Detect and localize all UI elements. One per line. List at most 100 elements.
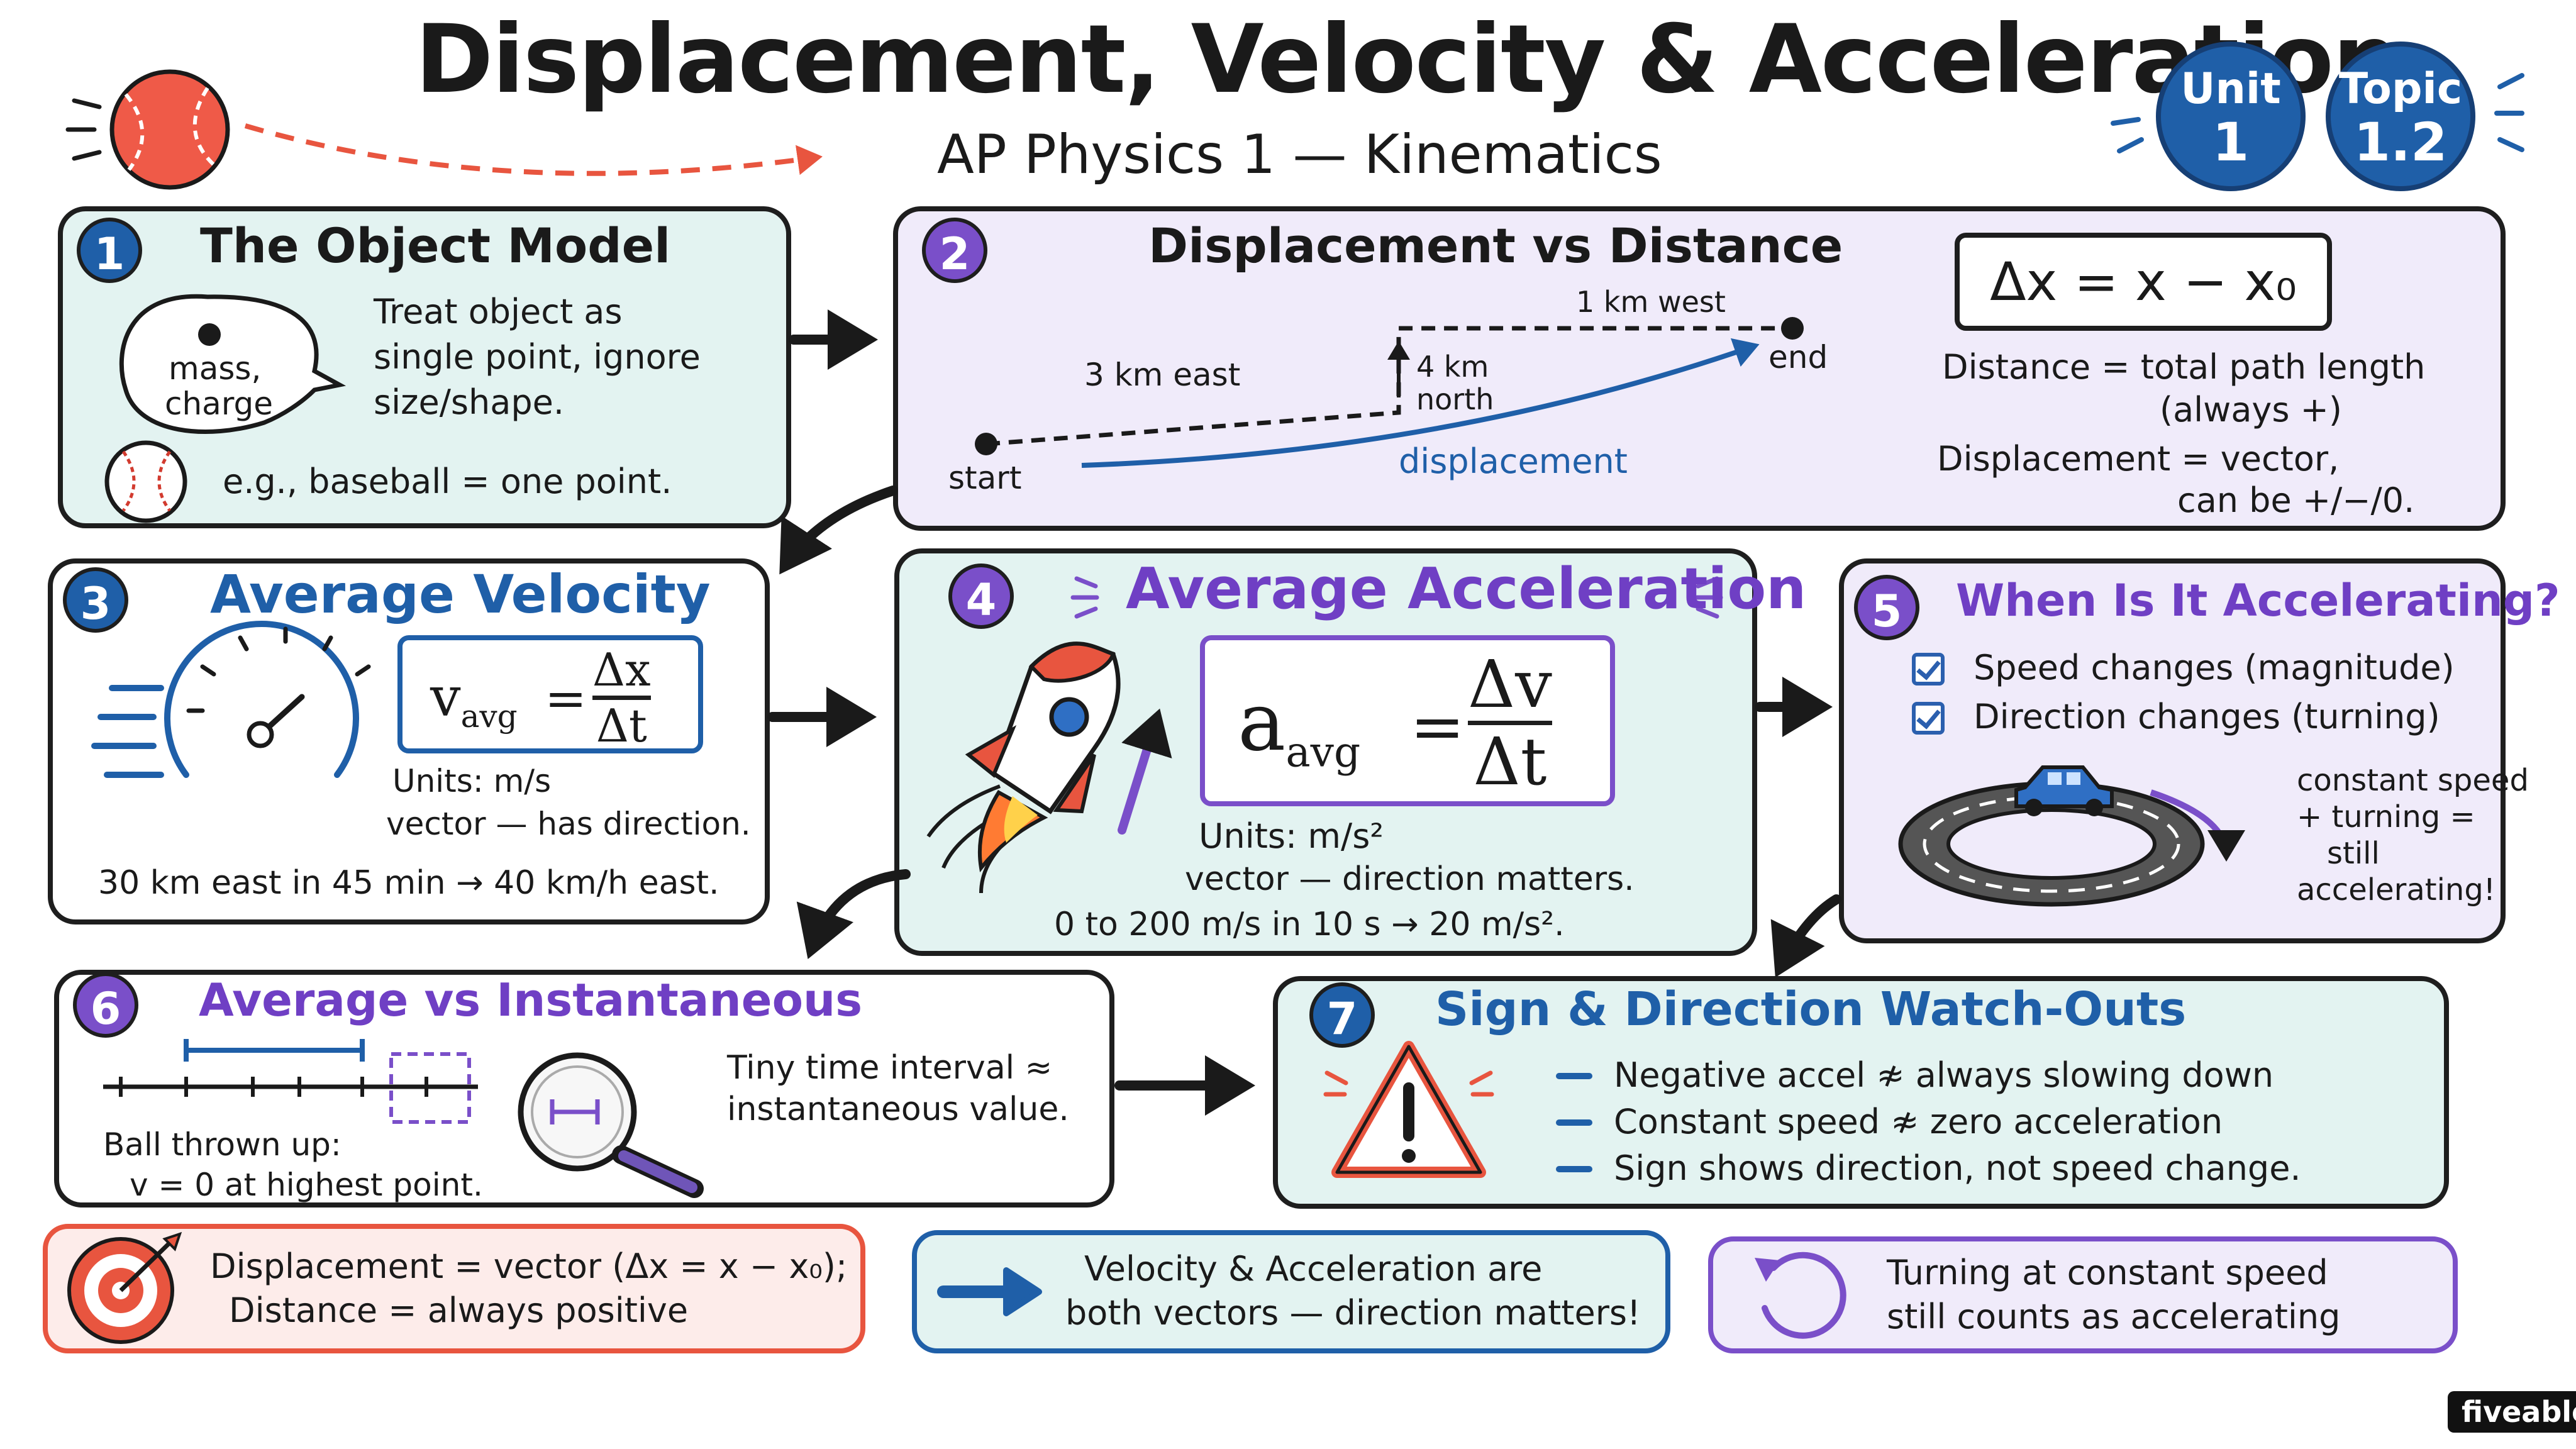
label-4km: 4 km (1416, 350, 1489, 384)
end-point (1781, 317, 1804, 340)
acceleration-formula: aavg = Δv Δt (1200, 635, 1615, 806)
acceleration-formula-subscript: avg (1285, 728, 1361, 777)
watchout-constant-speed: Constant speed ≉ zero acceleration (1614, 1102, 2223, 1141)
watchout-sign-direction: Sign shows direction, not speed change. (1614, 1148, 2301, 1188)
section-number-7: 7 (1309, 982, 1375, 1048)
bubble-text-charge: charge (165, 386, 273, 422)
acceleration-example: 0 to 200 m/s in 10 s → 20 m/s². (1054, 906, 1565, 943)
topic-badge-value: 1.2 (2353, 111, 2448, 173)
velocity-vector-note: vector — has direction. (386, 806, 751, 842)
page-title: Displacement, Velocity & Acceleration (415, 5, 2400, 114)
displacement-definition: Displacement = vector, (1937, 439, 2340, 479)
displacement-formula: Δx = x − x₀ (1955, 233, 2332, 331)
velocity-units: Units: m/s (392, 763, 552, 799)
label-displacement: displacement (1399, 441, 1628, 481)
target-icon (67, 1231, 182, 1344)
turning-note-line-1: constant speed (2297, 763, 2529, 798)
car-icon (2014, 765, 2114, 816)
tiny-interval-line-2: instantaneous value. (727, 1091, 1069, 1128)
section-number-6: 6 (73, 972, 138, 1038)
section-number-1: 1 (77, 218, 142, 283)
velocity-formula-equals: = (545, 669, 587, 728)
footer-box-displacement (43, 1224, 865, 1353)
velocity-formula-symbol: v (430, 666, 461, 729)
bullet-dash-3 (1556, 1166, 1592, 1172)
watchout-negative-accel: Negative accel ≉ always slowing down (1614, 1055, 2274, 1095)
acceleration-arrow-icon (1118, 708, 1172, 835)
bubble-text-mass: mass, (169, 350, 262, 387)
section-title-average-velocity: Average Velocity (210, 564, 711, 625)
bullet-dash-1 (1556, 1073, 1592, 1079)
turning-note-line-2: + turning = (2297, 799, 2475, 835)
race-track-icon (1898, 781, 2205, 907)
section-title-displacement-distance: Displacement vs Distance (1148, 218, 1843, 274)
section-title-object-model: The Object Model (200, 218, 671, 274)
acceleration-formula-symbol: a (1238, 675, 1286, 769)
object-model-line-2: single point, ignore (374, 337, 701, 377)
path-diagram (975, 317, 1804, 468)
footer-box-turning (1708, 1236, 2458, 1353)
title-sparkle-icon (1070, 576, 1723, 619)
magnifier-icon (518, 1052, 704, 1198)
ball-icon (65, 69, 230, 190)
flow-arrows (767, 309, 1841, 1116)
turning-note-line-3: still (2327, 836, 2380, 871)
brand-logo: fiveable (2448, 1391, 2576, 1433)
warning-icon (1323, 1041, 1494, 1178)
velocity-formula-denominator: Δt (596, 699, 647, 752)
rocket-icon (926, 641, 1121, 894)
footer-displacement-line-2: Distance = always positive (229, 1291, 689, 1330)
label-north: north (1416, 382, 1494, 416)
velocity-formula: vavg = Δx Δt (397, 635, 703, 753)
motion-arrow-icon (244, 123, 823, 176)
checkbox-speed-changes (1912, 653, 1945, 686)
velocity-formula-numerator: Δx (592, 643, 651, 696)
ball-thrown-line-2: v = 0 at highest point. (130, 1167, 483, 1203)
speech-bubble-icon (119, 294, 347, 434)
arrow-right-icon (937, 1267, 1042, 1316)
topic-badge-label: Topic (2338, 64, 2463, 114)
unit-badge-value: 1 (2212, 111, 2250, 173)
acceleration-formula-equals: = (1410, 688, 1465, 765)
unit-badge: Unit 1 (2156, 42, 2306, 191)
label-end: end (1768, 339, 1828, 375)
label-3km-east: 3 km east (1084, 357, 1241, 393)
velocity-example: 30 km east in 45 min → 40 km/h east. (98, 864, 719, 902)
turning-arrow-icon (2150, 789, 2245, 862)
tiny-interval-line-1: Tiny time interval ≈ (727, 1049, 1053, 1087)
displacement-formula-text: Δx = x − x₀ (1990, 251, 2297, 313)
ball-thrown-line-1: Ball thrown up: (103, 1126, 341, 1163)
section-title-sign-direction: Sign & Direction Watch-Outs (1435, 982, 2187, 1036)
accelerating-item-direction: Direction changes (turning) (1974, 697, 2440, 736)
acceleration-formula-denominator: Δt (1473, 723, 1547, 800)
label-1km-west: 1 km west (1576, 285, 1726, 319)
timeline-diagram (103, 1039, 478, 1124)
bullet-dash-2 (1556, 1119, 1592, 1126)
section-title-average-acceleration: Average Acceleration (1126, 556, 1807, 622)
section-number-5: 5 (1854, 575, 1919, 640)
footer-vectors-line-2: both vectors — direction matters! (1065, 1293, 1641, 1333)
accelerating-item-speed: Speed changes (magnitude) (1974, 648, 2455, 687)
acceleration-units: Units: m/s² (1199, 816, 1384, 856)
baseball-icon (104, 440, 187, 523)
label-start: start (948, 460, 1022, 496)
checkbox-direction-changes (1912, 702, 1945, 735)
rotate-icon (1755, 1252, 1846, 1339)
section-number-2: 2 (922, 218, 987, 283)
object-model-line-3: size/shape. (374, 382, 565, 422)
velocity-formula-subscript: avg (460, 698, 518, 735)
section-number-3: 3 (63, 567, 128, 633)
distance-definition: Distance = total path length (1942, 347, 2426, 387)
unit-badge-label: Unit (2180, 64, 2281, 114)
object-model-line-1: Treat object as (374, 292, 623, 331)
acceleration-vector-note: vector — direction matters. (1185, 860, 1635, 898)
speedometer-icon (91, 621, 371, 778)
object-model-example: e.g., baseball = one point. (223, 462, 672, 501)
section-number-4: 4 (948, 564, 1014, 629)
displacement-signs: can be +/−/0. (2177, 480, 2415, 520)
footer-vectors-line-1: Velocity & Acceleration are (1084, 1249, 1543, 1289)
topic-badge: Topic 1.2 (2326, 42, 2475, 191)
section-title-average-instantaneous: Average vs Instantaneous (199, 974, 863, 1026)
acceleration-formula-numerator: Δv (1468, 646, 1552, 723)
